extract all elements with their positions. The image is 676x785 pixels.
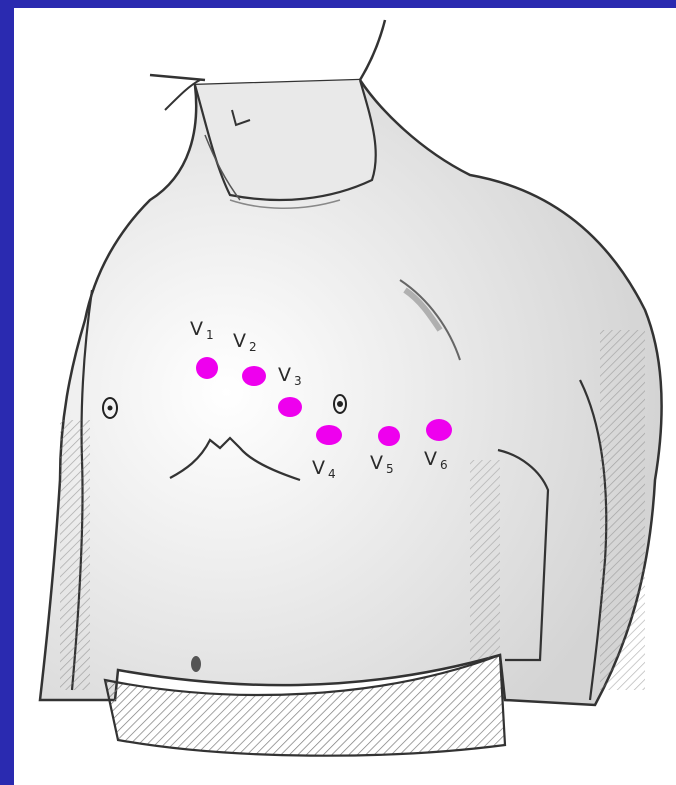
lead-subscript: 6 [440,458,449,472]
lead-letter: V [278,364,292,386]
electrode-v3 [278,397,302,417]
lead-subscript: 3 [294,374,303,388]
lead-letter: V [370,452,384,474]
electrode-v5 [378,426,400,446]
lead-subscript: 5 [386,462,395,476]
electrode-v2 [242,366,266,386]
lead-letter: V [190,318,204,340]
electrode-v6 [426,419,452,441]
lead-letter: V [312,457,326,479]
lead-subscript: 4 [328,467,337,481]
lead-letter: V [424,448,438,470]
lead-subscript: 2 [249,340,258,354]
lead-letter: V [233,330,247,352]
lead-subscript: 1 [206,328,215,342]
electrode-v4 [316,425,342,445]
electrode-v1 [196,357,218,379]
